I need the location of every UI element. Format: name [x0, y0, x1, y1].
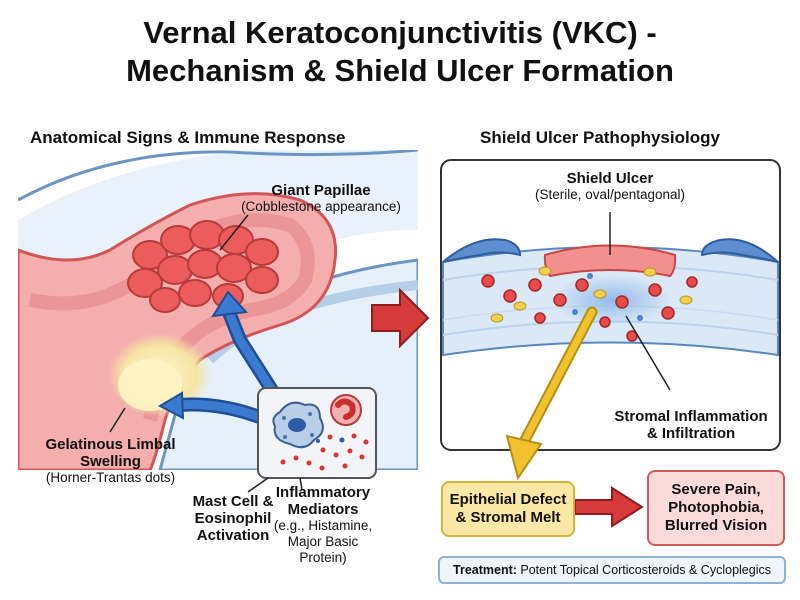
epithelial-line-1: Epithelial Defect [449, 491, 567, 508]
symptoms-line-1: Severe Pain, [671, 481, 761, 498]
treatment-banner: Treatment: Potent Topical Corticosteroid… [438, 556, 786, 584]
symptoms-line-3: Blurred Vision [664, 517, 768, 534]
limbal-swelling-title-2: Swelling [80, 453, 141, 470]
mast-cell-line-1: Mast Cell & [192, 493, 274, 510]
transition-arrow [371, 287, 430, 349]
stromal-label: Stromal Inflammation & Infiltration [604, 408, 778, 442]
limbal-swelling-label: Gelatinous Limbal Swelling (Horner-Trant… [28, 436, 193, 486]
shield-ulcer-label: Shield Ulcer (Sterile, oval/pentagonal) [520, 170, 700, 203]
treatment-prefix: Treatment: [453, 563, 517, 577]
giant-papillae-note: (Cobblestone appearance) [241, 199, 401, 214]
stromal-line-1: Stromal Inflammation [614, 408, 768, 425]
mediators-note-1: (e.g., Histamine, [273, 518, 373, 533]
symptoms-line-2: Photophobia, [668, 499, 764, 516]
mast-cell-line-2: Eosinophil [194, 510, 272, 527]
mediators-line-1: Inflammatory [275, 484, 371, 501]
mast-cell-inset [257, 387, 377, 479]
mediators-note-3: Protein) [299, 550, 347, 565]
progression-arrow [505, 306, 598, 481]
shield-ulcer-note: (Sterile, oval/pentagonal) [534, 187, 686, 202]
mediators-note-2: Major Basic [287, 534, 359, 549]
limbal-swelling-note: (Horner-Trantas dots) [45, 470, 176, 485]
activation-arrows [157, 290, 282, 425]
mast-cell-line-3: Activation [196, 527, 270, 544]
epithelial-defect-box: Epithelial Defect & Stromal Melt [441, 481, 575, 537]
shield-ulcer-title: Shield Ulcer [566, 170, 654, 187]
mediators-line-2: Mediators [287, 501, 359, 518]
symptom-arrow [574, 486, 644, 528]
giant-papillae-title: Giant Papillae [271, 182, 371, 199]
right-panel-heading: Shield Ulcer Pathophysiology [480, 128, 720, 147]
mediators-label: Inflammatory Mediators (e.g., Histamine,… [258, 484, 388, 566]
mast-cell-label: Mast Cell & Eosinophil Activation [178, 493, 288, 544]
epithelial-line-2: & Stromal Melt [455, 509, 561, 526]
limbal-swelling-title-1: Gelatinous Limbal [45, 436, 176, 453]
cornea-cross-section [442, 238, 779, 357]
stromal-line-2: & Infiltration [646, 425, 736, 442]
eye-anatomy-illustration [18, 150, 418, 470]
symptoms-box: Severe Pain, Photophobia, Blurred Vision [647, 470, 785, 546]
title-line-2: Mechanism & Shield Ulcer Formation [126, 53, 674, 88]
giant-papillae-cluster [127, 220, 279, 313]
left-panel-heading: Anatomical Signs & Immune Response [30, 128, 346, 147]
giant-papillae-label: Giant Papillae (Cobblestone appearance) [236, 182, 406, 215]
title-line-1: Vernal Keratoconjunctivitis (VKC) - [143, 15, 657, 50]
treatment-text: Potent Topical Corticosteroids & Cyclopl… [516, 563, 771, 577]
page-title: Vernal Keratoconjunctivitis (VKC) - Mech… [0, 14, 800, 90]
